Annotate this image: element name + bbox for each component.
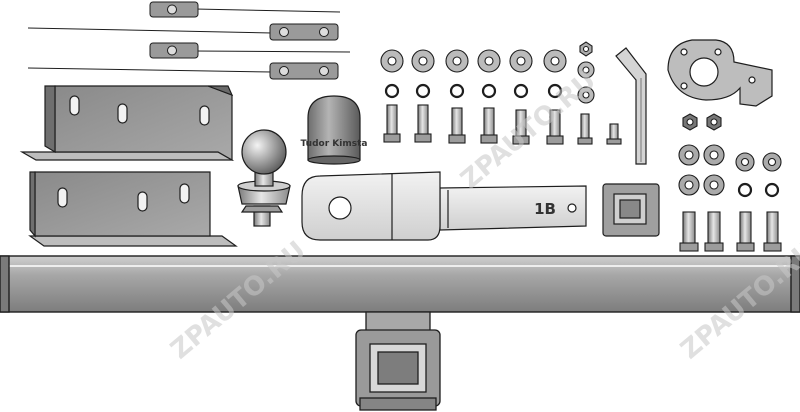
ball-cover-text: Tudor Kimsta: [301, 139, 368, 149]
socket-bracket: [667, 39, 773, 107]
tow-bar-beam: [0, 255, 800, 313]
bolts-row: [383, 104, 622, 145]
tongue-mark: 1B: [534, 200, 556, 218]
cable-tie-group: [27, 1, 351, 80]
cable-tie-4: [27, 62, 339, 80]
lock-washers-row: [384, 83, 563, 99]
cable-tie-3: [149, 42, 351, 59]
safety-pin: [615, 47, 647, 165]
tow-ball: [237, 129, 291, 227]
small-nut-stack: [577, 41, 595, 104]
ball-cover: Tudor Kimsta: [301, 95, 368, 165]
cable-tie-2: [27, 23, 339, 41]
tow-tongue: 1B: [301, 171, 587, 241]
mounting-bracket-lower: [28, 171, 238, 247]
hitch-receiver-part: [602, 183, 660, 237]
hardware-set: [380, 41, 622, 145]
mounting-bracket-upper: [19, 85, 235, 162]
watermark-text-2: ZPAUTO.RU: [455, 66, 602, 196]
washers-row: [380, 49, 567, 73]
receiver-hitch: [355, 311, 441, 411]
right-hardware-set: [678, 113, 782, 252]
cable-tie-1: [149, 1, 341, 18]
